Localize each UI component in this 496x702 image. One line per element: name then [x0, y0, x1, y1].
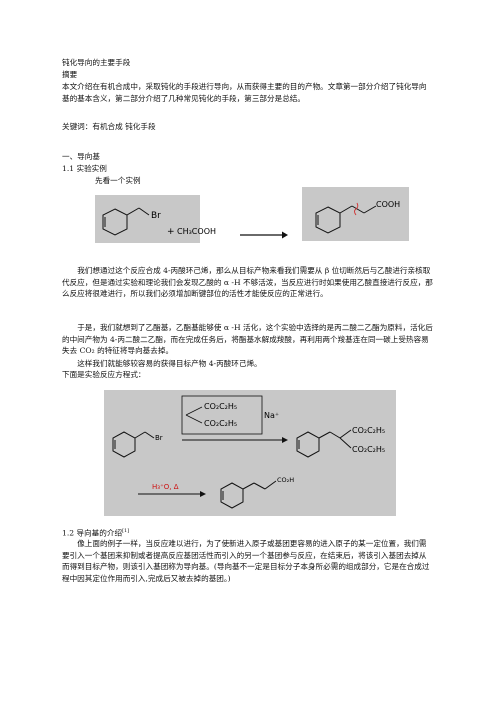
product-structure: COOH — [315, 200, 400, 234]
malonic-ester-synthesis: Br CO₂C₂H₅ CO₂C₂H₅ Na⁺ CO₂C₂H₅ CO₂C₂H₅ H… — [112, 395, 385, 509]
subsection-1-2-text: 1.2 导向基的介绍 — [62, 528, 123, 538]
abstract-text: 本文介绍在有机合成中，采取钝化的手段进行导向，从而获得主要的目的产物。文章第一部… — [62, 82, 427, 103]
paragraph-3: 这样我们就能够较容易的获得目标产物 4-丙酸环己烯。 — [77, 359, 262, 368]
bromo-label: Br — [151, 211, 161, 221]
paragraph-2: 于是，我们就想到了乙酯基，乙酯基能够使 α -H 活化，这个实验中选择的是丙二酸… — [62, 323, 433, 356]
paragraph-4: 像上面的例子一样，当反应难以进行，为了使新进入原子或基团更容易的进入原子的某一定… — [62, 539, 430, 583]
malonate-top-group: CO₂C₂H₅ — [204, 402, 237, 411]
product-panel: COOH — [302, 187, 409, 241]
subsection-heading-1-2: 1.2 导向基的介绍[1] — [62, 526, 434, 539]
reaction-arrow — [240, 231, 288, 239]
final-carboxyl-label: CO₂H — [277, 476, 294, 484]
keywords: 关键词：有机合成 钝化手段 — [62, 122, 156, 131]
reactant-structure: Br + CH₃COOH — [102, 207, 216, 237]
disconnection-mark — [354, 202, 359, 216]
carboxyl-label: COOH — [376, 200, 400, 209]
reactant-bromo-label: Br — [155, 434, 163, 442]
document-title: 钝化导向的主要手段 — [62, 58, 131, 67]
paragraph-1: 我们想通过这个反应合成 4-丙酸环己烯，那么从目标产物来看我们需要从 β 位切断… — [62, 266, 433, 299]
product-top-ester: CO₂C₂H₅ — [352, 426, 385, 435]
product-bottom-ester: CO₂C₂H₅ — [352, 445, 385, 454]
reaction-scheme-2: Br CO₂C₂H₅ CO₂C₂H₅ Na⁺ CO₂C₂H₅ CO₂C₂H₅ H… — [104, 390, 396, 516]
reactant-panel: Br + CH₃COOH — [95, 195, 216, 243]
hydrolysis-conditions: H₃⁺O, Δ — [152, 483, 179, 491]
section-heading-1: 一、导向基 — [62, 152, 100, 161]
example-intro: 先看一个实例 — [95, 176, 141, 185]
subsection-heading-1-1: 1.1 实验实例 — [62, 164, 107, 173]
scheme-intro: 下面是实验反应方程式： — [62, 370, 146, 379]
citation-ref: [1] — [122, 528, 130, 534]
sodium-ion-label: Na⁺ — [264, 411, 279, 420]
acetic-acid-label: CH₃COOH — [177, 227, 216, 236]
abstract-heading: 摘要 — [62, 70, 78, 79]
malonate-bottom-group: CO₂C₂H₅ — [204, 419, 237, 428]
plus-sign: + — [167, 227, 175, 237]
